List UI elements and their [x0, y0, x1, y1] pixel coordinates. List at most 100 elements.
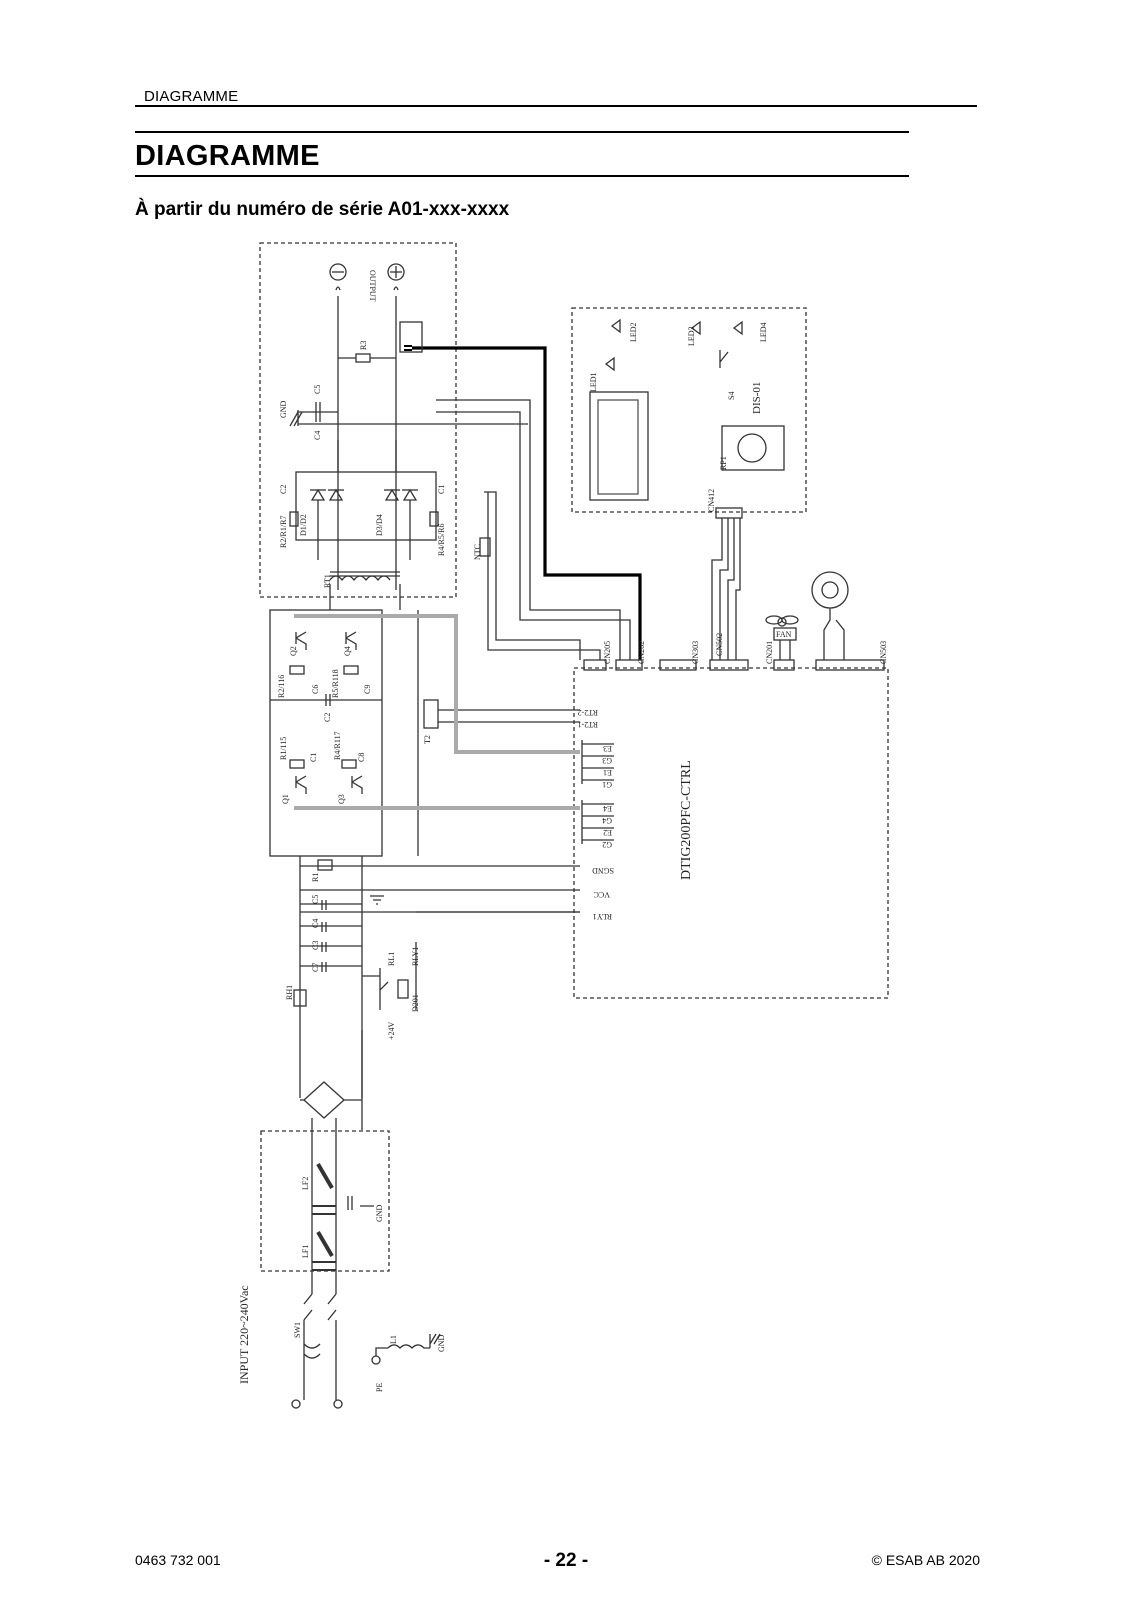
control-board-box — [573, 667, 889, 999]
input-terminal-l — [291, 1399, 301, 1409]
label-rl1: RL1 — [387, 952, 396, 966]
connector-cn303 — [659, 659, 697, 671]
page-title: DIAGRAMME — [135, 140, 320, 172]
label-c9: C9 — [363, 685, 372, 694]
label-cn502: CN502 — [715, 633, 724, 656]
label-led1: LED1 — [589, 372, 598, 392]
label-cn202: CN202 — [637, 641, 646, 664]
label-t2: T2 — [423, 735, 432, 744]
label-s4: S4 — [727, 392, 736, 400]
label-g4: G4 — [602, 816, 612, 825]
label-c5: C5 — [313, 385, 322, 394]
label-c3: C3 — [311, 941, 320, 950]
connector-cn201 — [773, 659, 795, 671]
igbt-q1 — [295, 775, 307, 794]
label-r3: R3 — [359, 341, 368, 350]
title-rule-top — [135, 131, 909, 133]
label-r2r1r7: R2/R1/R7 — [279, 516, 288, 548]
label-cn201: CN201 — [765, 641, 774, 664]
label-cn205: CN205 — [603, 641, 612, 664]
potentiometer-rp1 — [737, 433, 767, 463]
label-q2: Q2 — [289, 646, 298, 656]
running-header: DIAGRAMME — [144, 88, 239, 105]
pe-terminal — [371, 1355, 381, 1365]
label-gnd-pe: GND — [437, 1334, 446, 1352]
label-g2: G2 — [602, 840, 612, 849]
connector-cn205 — [583, 659, 607, 671]
label-cn303: CN303 — [691, 641, 700, 664]
header-rule — [135, 105, 977, 107]
title-rule-bottom — [135, 175, 909, 177]
page-subtitle: À partir du numéro de série A01-xxx-xxxx — [135, 199, 510, 220]
label-output: OUTPUT — [368, 270, 377, 302]
label-c4: C4 — [313, 431, 322, 440]
label-sgnd: SGND — [592, 866, 614, 875]
output-section-box — [259, 242, 457, 598]
footer-page-number: - 22 - — [543, 1550, 589, 1571]
label-c2b: C2 — [323, 713, 332, 722]
label-rt1: RT1 — [323, 574, 332, 588]
label-plus24: +24V — [387, 1021, 396, 1040]
label-r5-r118: R5/R118 — [331, 669, 340, 698]
label-r4-r117: R4/R117 — [333, 731, 342, 760]
seven-segment-display — [589, 391, 649, 501]
label-rly1: RLY1 — [593, 912, 612, 921]
label-vcc: VCC — [594, 890, 610, 899]
igbt-q3 — [351, 775, 363, 794]
label-rt2-1: RT2-1 — [578, 720, 598, 729]
label-rly1b: RLY1 — [411, 947, 420, 966]
label-c2: C2 — [279, 485, 288, 494]
label-c4b: C4 — [311, 919, 320, 928]
label-ntc: NTC — [473, 544, 482, 560]
label-rt2-2: RT2-2 — [578, 708, 598, 717]
label-e4: E4 — [603, 804, 612, 813]
label-d3d4: D3/D4 — [375, 514, 384, 536]
label-g3: G3 — [602, 756, 612, 765]
label-cn412: CN412 — [707, 489, 716, 512]
label-c6: C6 — [311, 685, 320, 694]
connector-cn503 — [815, 659, 885, 671]
label-c5b: C5 — [311, 895, 320, 904]
remote-control-socket — [811, 571, 849, 609]
label-input: INPUT 220~240Vac — [237, 1285, 251, 1384]
label-r4r5r6: R4/R5/R6 — [437, 524, 446, 556]
label-d1d2: D1/D2 — [299, 514, 308, 536]
label-l1: L1 — [389, 1335, 398, 1344]
label-led4: LED4 — [759, 322, 768, 342]
input-terminal-n — [333, 1399, 343, 1409]
label-c8: C8 — [357, 753, 366, 762]
label-gnd: GND — [279, 400, 288, 418]
label-lf1: LF1 — [301, 1245, 310, 1258]
label-d201: D201 — [411, 994, 420, 1012]
label-led2: LED2 — [629, 322, 638, 342]
igbt-q4 — [345, 631, 357, 650]
output-terminal-negative — [329, 263, 347, 281]
label-pe: PE — [375, 1383, 384, 1392]
label-r2-116: R2/116 — [277, 675, 286, 698]
label-sw1: SW1 — [293, 1322, 302, 1338]
label-cn503: CN503 — [879, 641, 888, 664]
label-c1b: C1 — [309, 753, 318, 762]
label-dis01: DIS-01 — [751, 382, 763, 414]
label-q3: Q3 — [337, 794, 346, 804]
label-c7: C7 — [311, 963, 320, 972]
label-led3: LED3 — [687, 326, 696, 346]
label-c1: C1 — [437, 485, 446, 494]
bridge-rectifier — [303, 1081, 345, 1119]
igbt-q2 — [295, 631, 307, 650]
label-rh1: RH1 — [285, 985, 294, 1000]
label-e1: E1 — [603, 768, 612, 777]
label-gnd-filter: GND — [375, 1204, 384, 1222]
connector-cn502 — [709, 659, 749, 671]
label-e3: E3 — [603, 744, 612, 753]
output-terminal-positive — [387, 263, 405, 281]
label-rp1: RP1 — [719, 456, 728, 470]
label-q4: Q4 — [343, 646, 352, 656]
label-lf2: LF2 — [301, 1177, 310, 1190]
label-q1: Q1 — [281, 794, 290, 804]
label-ctrl-board: DTIG200PFC-CTRL — [679, 760, 694, 880]
label-e2: E2 — [603, 828, 612, 837]
display-board-box — [571, 307, 807, 513]
emi-filter-box — [260, 1130, 390, 1272]
